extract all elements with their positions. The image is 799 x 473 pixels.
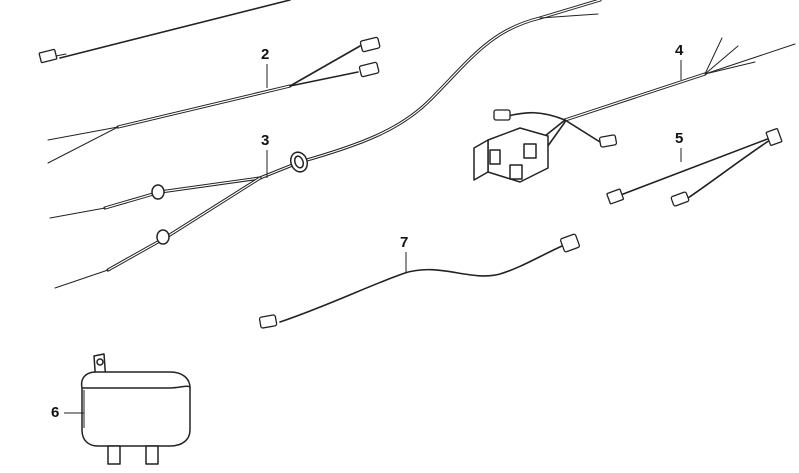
wire-7 <box>258 233 580 329</box>
callout-2: 2 <box>261 46 270 63</box>
leader-lines <box>64 60 682 414</box>
top-harness <box>38 0 291 64</box>
callout-7: 7 <box>400 234 409 251</box>
harness-3 <box>49 0 602 289</box>
callout-3: 3 <box>261 132 270 149</box>
relay-6 <box>80 353 191 465</box>
harness-2 <box>47 36 381 164</box>
callout-5: 5 <box>675 130 684 147</box>
harness-4 <box>473 37 796 183</box>
harness-5 <box>606 128 783 207</box>
callout-4: 4 <box>675 42 684 59</box>
callout-6: 6 <box>51 404 60 421</box>
